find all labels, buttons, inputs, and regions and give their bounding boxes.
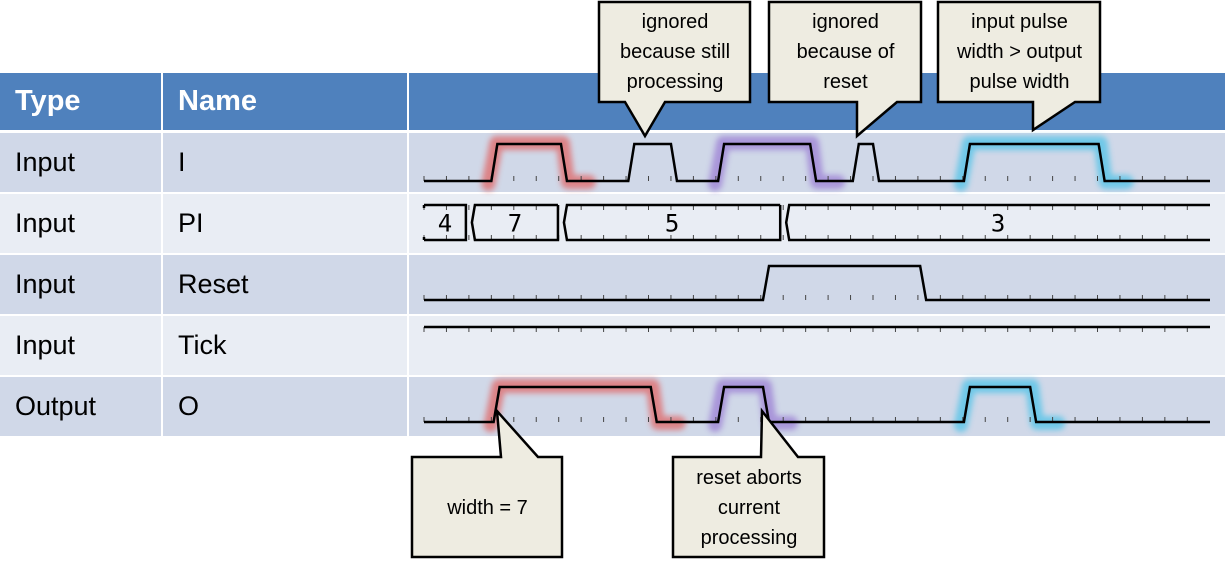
highlight-purple-i	[708, 136, 846, 191]
waveform-o	[424, 385, 1210, 424]
bus-value-label: 5	[665, 210, 679, 238]
callout-reset-aborts: reset aborts current processing	[696, 466, 802, 549]
waveform-reset	[424, 264, 1210, 302]
callout-box-input-wider	[936, 0, 1102, 133]
bus-value-label: 7	[508, 210, 522, 238]
row-type-reset: Input	[0, 255, 161, 314]
callout-box-width-7	[410, 407, 564, 559]
bus-segment-3	[784, 203, 1210, 242]
row-type-i: Input	[0, 133, 161, 192]
callout-input-wider: input pulse width > output pulse width	[956, 11, 1083, 93]
row-type-tick: Input	[0, 316, 161, 375]
callout-box-ignored-reset	[767, 0, 923, 139]
callout-layer	[410, 0, 1102, 559]
callout-width-7: width = 7	[447, 496, 528, 519]
highlight-purple-o	[708, 379, 798, 432]
row-type-pi: Input	[0, 194, 161, 253]
row-name-o: O	[163, 377, 407, 436]
header-name: Name	[163, 73, 407, 130]
waveform-i	[424, 142, 1210, 183]
row-name-tick: Tick	[163, 316, 407, 375]
row-name-reset: Reset	[163, 255, 407, 314]
bus-segment-5	[562, 203, 782, 242]
callout-box-ignored-still-processing	[597, 0, 752, 139]
callout-box-reset-aborts	[671, 407, 826, 559]
row-type-o: Output	[0, 377, 161, 436]
highlight-layer	[481, 136, 1134, 432]
waveform-layer: 4 7 5 3	[422, 142, 1210, 424]
bus-segment-4	[422, 203, 468, 242]
bus-value-label: 3	[991, 210, 1005, 238]
row-name-i: I	[163, 133, 407, 192]
highlight-red-i	[481, 136, 596, 191]
row-name-pi: PI	[163, 194, 407, 253]
callout-ignored-still-processing: ignored because still processing	[619, 11, 731, 93]
header-type: Type	[0, 73, 161, 130]
bus-value-label: 4	[438, 210, 452, 238]
callout-ignored-reset: ignored because of reset	[796, 11, 895, 93]
bus-segment-7	[470, 203, 560, 242]
highlight-cyan-o	[953, 379, 1066, 432]
